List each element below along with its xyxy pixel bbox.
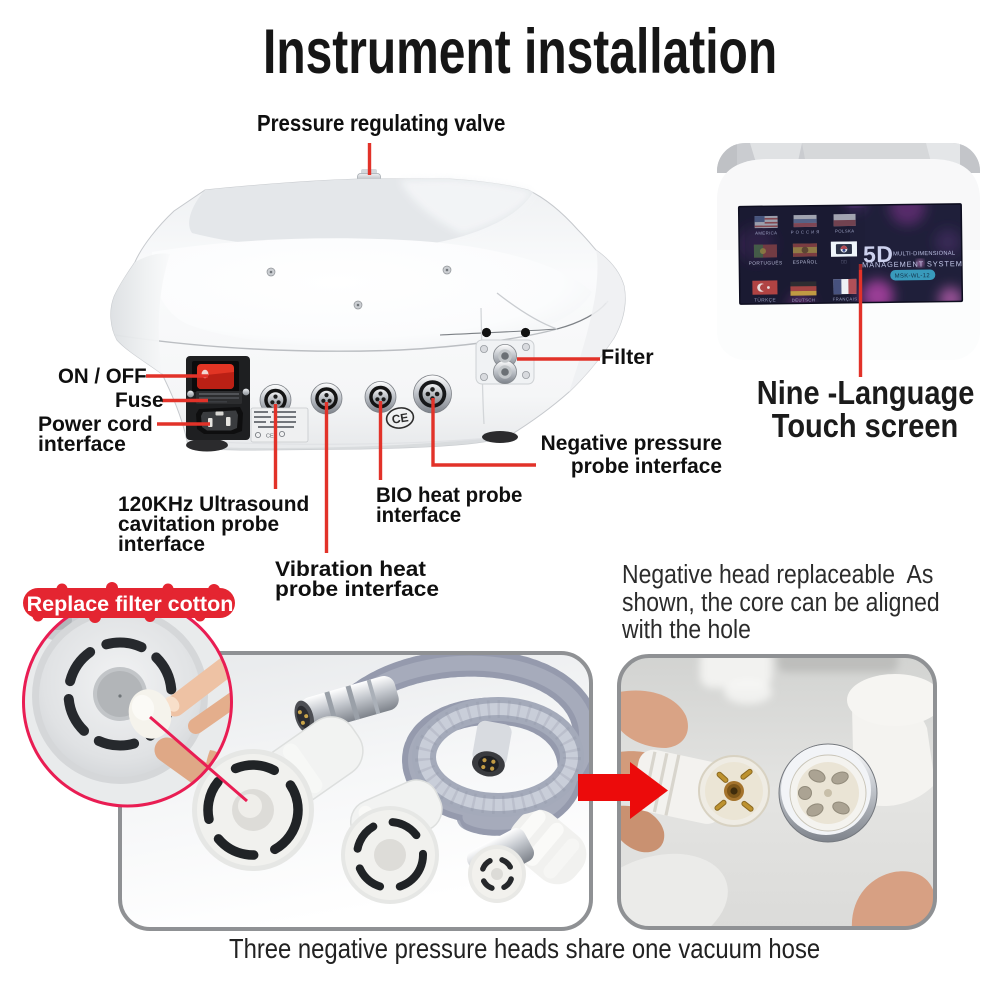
svg-text:P O C C И Я: P O C C И Я bbox=[791, 229, 820, 234]
svg-text:TÜRKÇE: TÜRKÇE bbox=[754, 296, 776, 303]
svg-text:Replace filter cotton: Replace filter cotton bbox=[27, 592, 234, 616]
svg-text:PORTUGUÊS: PORTUGUÊS bbox=[749, 258, 783, 266]
svg-text:5D: 5D bbox=[863, 241, 894, 267]
svg-text:FRANÇAIS: FRANÇAIS bbox=[833, 296, 858, 301]
svg-text:POLSKA: POLSKA bbox=[835, 228, 855, 233]
svg-text:CE: CE bbox=[391, 410, 410, 426]
svg-text:MANAGEMENT SYSTEM: MANAGEMENT SYSTEM bbox=[862, 259, 963, 269]
svg-text:MSK-WL-12: MSK-WL-12 bbox=[895, 273, 931, 279]
svg-text:ESPAÑOL: ESPAÑOL bbox=[793, 258, 818, 265]
svg-text:CE: CE bbox=[266, 434, 274, 440]
svg-text:MULTI-DIMENSIONAL: MULTI-DIMENSIONAL bbox=[893, 251, 956, 258]
svg-text:DEUTSCH: DEUTSCH bbox=[792, 297, 816, 302]
svg-text:□□: □□ bbox=[841, 259, 847, 264]
svg-text:AMERICA: AMERICA bbox=[755, 230, 777, 235]
